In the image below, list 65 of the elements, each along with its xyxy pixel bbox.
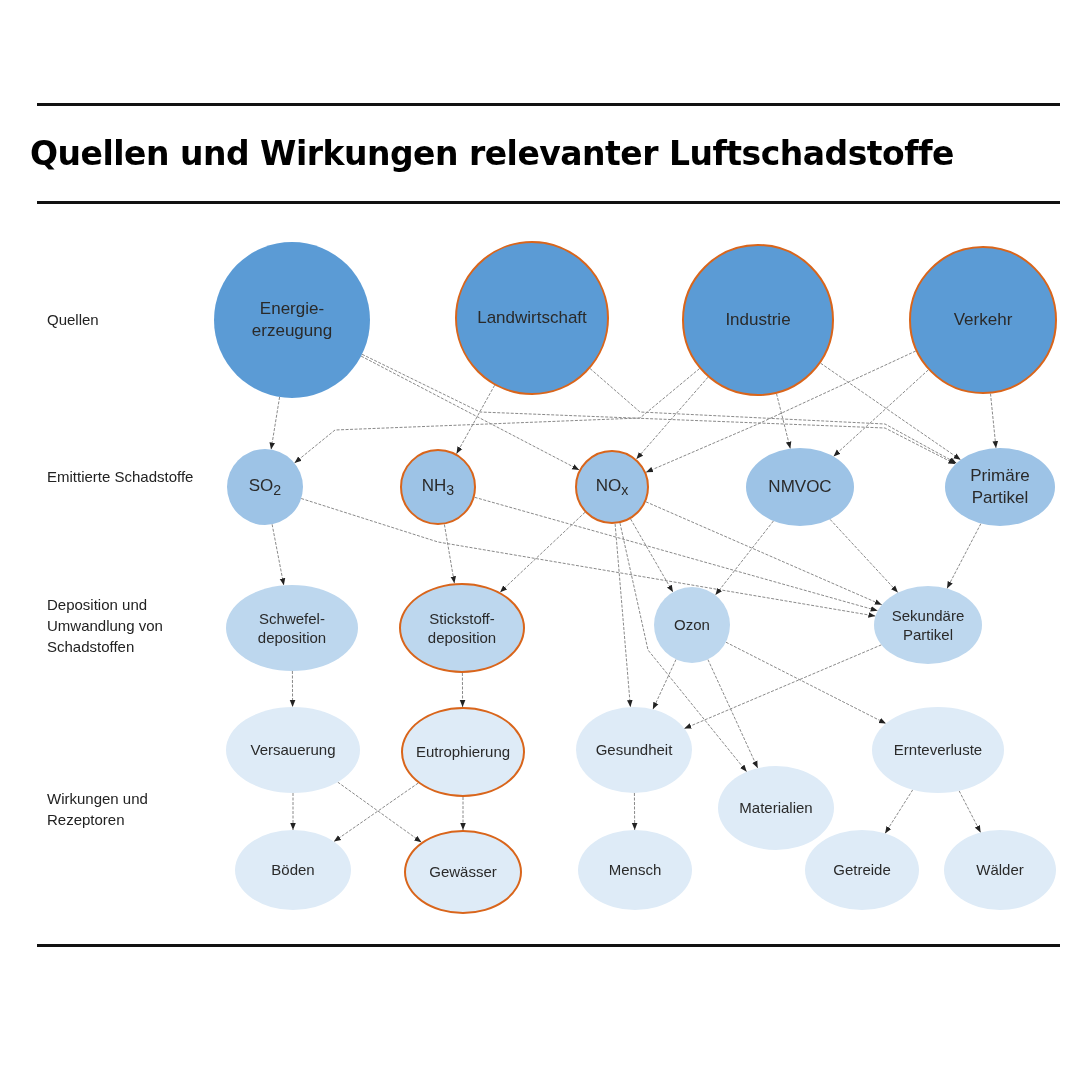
row-label: Deposition und Umwandlung von Schadstoffen [47, 595, 164, 657]
arrow [460, 796, 466, 831]
arrow [361, 353, 956, 465]
node-label: Landwirtschaft [476, 306, 588, 329]
diagram-title: Quellen und Wirkungen relevanter Luftschadstoffe [30, 134, 954, 173]
row-label: Wirkungen und Rezeptoren [47, 789, 149, 830]
arrow [269, 396, 281, 450]
arrow [829, 518, 899, 594]
arrow [289, 670, 296, 708]
node-label: Schwefel- deposition [256, 608, 328, 648]
node-label: NMVOC [767, 475, 833, 498]
node-label: Energie- erzeugung [250, 297, 334, 342]
arrow [290, 792, 296, 831]
arrow [614, 523, 633, 708]
arrow [360, 355, 580, 471]
arrow [946, 523, 982, 589]
arrow [958, 790, 982, 833]
arrow [300, 498, 876, 618]
arrow [645, 501, 883, 606]
arrow [589, 368, 957, 464]
node-label: Verkehr [952, 308, 1014, 331]
arrow [631, 792, 638, 831]
arrow [725, 641, 887, 725]
node-label: Industrie [724, 308, 792, 331]
arrow [707, 659, 759, 769]
arrow [474, 496, 879, 612]
arrow [776, 393, 792, 450]
arrow [271, 523, 286, 586]
arrow [714, 520, 774, 596]
node-label: Eutrophierung [414, 742, 512, 762]
node-label: Sekundäre Partikel [890, 605, 966, 645]
pollutant-ellipse [575, 450, 649, 524]
node-label: Primäre Partikel [969, 464, 1031, 509]
arrow [619, 522, 748, 773]
arrow [443, 524, 456, 584]
node-label: NH$_{3}$ [420, 474, 456, 500]
arrow [630, 518, 674, 593]
arrow [459, 672, 466, 708]
node-label: Versauerung [249, 740, 337, 760]
arrow [683, 644, 882, 730]
node-label: Ozon [673, 615, 711, 635]
node-label: Böden [270, 860, 316, 880]
node-label: Gewässer [428, 862, 498, 882]
row-label: Quellen [47, 310, 100, 330]
node-label: SO$_{2}$ [247, 474, 283, 500]
arrow [652, 659, 677, 710]
node-label: Wälder [975, 860, 1025, 880]
arrow [499, 511, 586, 593]
arrow [990, 393, 999, 449]
node-label: Mensch [607, 860, 663, 880]
arrow [456, 384, 496, 455]
node-label: Materialien [738, 798, 814, 818]
arrow [820, 362, 962, 461]
row-label: Emittierte Schadstoffe [47, 467, 195, 487]
arrow [635, 376, 709, 460]
arrow [833, 369, 929, 457]
node-label: Stickstoff- deposition [426, 608, 498, 648]
node-label: NO$_{x}$ [594, 474, 630, 500]
arrow [294, 368, 700, 464]
arrow [884, 789, 914, 834]
node-label: Getreide [832, 860, 892, 880]
arrow [645, 350, 917, 473]
node-label: Gesundheit [594, 740, 674, 760]
node-label: Ernteverluste [892, 740, 984, 760]
process-ellipse [654, 587, 730, 663]
